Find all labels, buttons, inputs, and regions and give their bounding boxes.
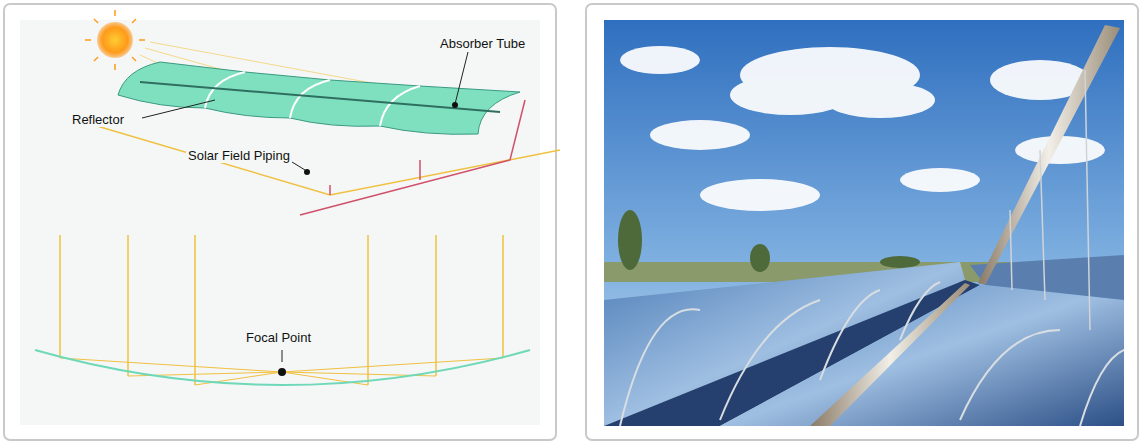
focal-point (278, 368, 286, 376)
trough-reflector (118, 62, 520, 134)
parabolic-mirror (35, 350, 530, 385)
frame (4, 4, 556, 440)
part-label: Solar Field Piping (186, 148, 292, 163)
absorber-tube (140, 82, 500, 112)
photo (604, 20, 1124, 426)
part-label: Absorber Tube (438, 36, 527, 51)
solar-field-piping (70, 118, 560, 195)
panel (20, 20, 540, 425)
part-label: Reflector (70, 112, 126, 127)
frame (586, 4, 1138, 440)
incoming-ray (60, 235, 503, 385)
part-label: Focal Point (244, 330, 313, 345)
sun (85, 10, 145, 70)
leader-line (142, 52, 468, 362)
